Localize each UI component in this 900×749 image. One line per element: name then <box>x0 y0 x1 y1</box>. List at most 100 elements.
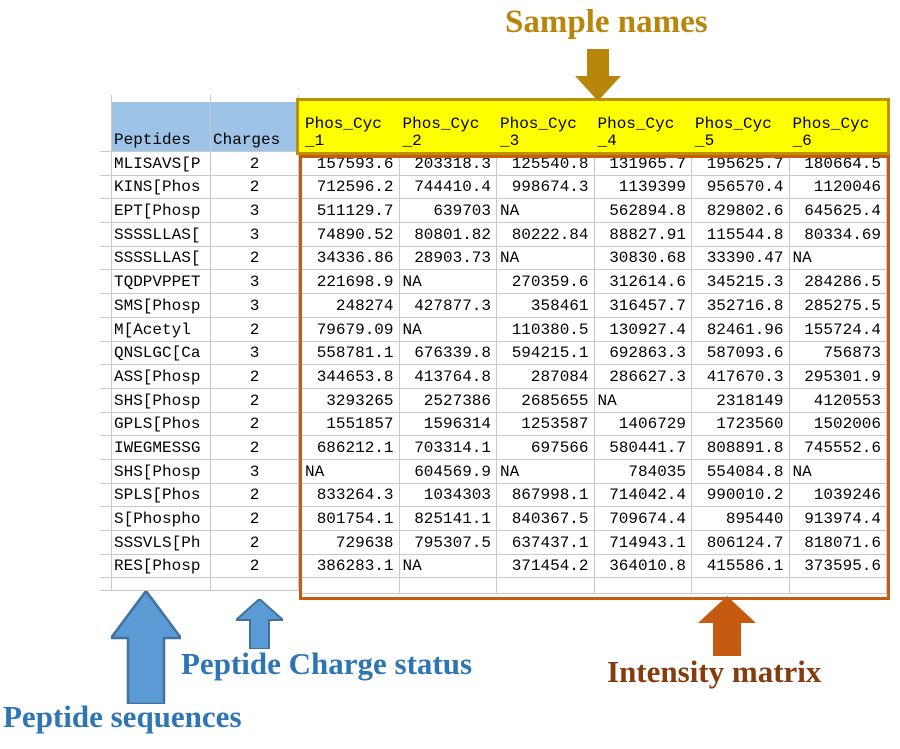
intensity-cell[interactable]: 511129.7 <box>302 199 400 224</box>
peptide-cell[interactable]: S[Phospho <box>112 507 211 531</box>
peptides-column-header[interactable]: Peptides <box>112 102 211 152</box>
intensity-cell[interactable]: 692863.3 <box>594 341 692 366</box>
intensity-cell[interactable]: 80334.69 <box>789 223 887 247</box>
charge-cell[interactable]: 3 <box>211 270 299 295</box>
intensity-cell[interactable]: 697566 <box>497 436 595 460</box>
intensity-cell[interactable]: 554084.8 <box>692 459 790 484</box>
sample-header-cell[interactable]: Phos_Cyc _2 <box>400 101 498 152</box>
intensity-cell[interactable]: 195625.7 <box>692 152 790 176</box>
intensity-cell[interactable]: NA <box>497 246 595 271</box>
intensity-cell[interactable]: NA <box>497 459 595 484</box>
intensity-cell[interactable]: 580441.7 <box>594 436 692 460</box>
intensity-cell[interactable]: 913974.4 <box>789 507 887 531</box>
charge-cell[interactable]: 2 <box>211 365 299 389</box>
intensity-cell[interactable]: 833264.3 <box>302 483 400 508</box>
intensity-cell[interactable]: NA <box>594 388 692 413</box>
intensity-cell[interactable]: 806124.7 <box>692 531 790 555</box>
peptide-cell[interactable]: GPLS[Phos <box>112 412 211 437</box>
intensity-cell[interactable]: 714042.4 <box>594 483 692 508</box>
intensity-cell[interactable]: 110380.5 <box>497 317 595 342</box>
charge-cell[interactable]: 2 <box>211 483 299 508</box>
intensity-cell[interactable]: 756873 <box>789 341 887 366</box>
peptide-cell[interactable]: SPLS[Phos <box>112 483 211 508</box>
intensity-cell[interactable]: 604569.9 <box>399 459 497 484</box>
intensity-cell[interactable]: NA <box>789 459 887 484</box>
intensity-cell[interactable]: 1551857 <box>302 412 400 437</box>
peptide-cell[interactable]: SSSVLS[Ph <box>112 531 211 555</box>
intensity-cell[interactable]: 714943.1 <box>594 531 692 555</box>
charge-cell[interactable]: 2 <box>211 531 299 555</box>
intensity-cell[interactable]: 1253587 <box>497 412 595 437</box>
peptide-cell[interactable]: ASS[Phosp <box>112 365 211 389</box>
sample-header-cell[interactable]: Phos_Cyc _6 <box>790 101 888 152</box>
empty-cell[interactable] <box>211 578 299 592</box>
intensity-cell[interactable]: 131965.7 <box>594 152 692 176</box>
intensity-cell[interactable]: 79679.09 <box>302 317 400 342</box>
charge-cell[interactable]: 2 <box>211 317 299 342</box>
intensity-cell[interactable]: NA <box>399 317 497 342</box>
peptide-cell[interactable]: KINS[Phos <box>112 175 211 200</box>
intensity-cell[interactable]: 2318149 <box>692 388 790 413</box>
intensity-cell[interactable]: 3293265 <box>302 388 400 413</box>
intensity-cell[interactable]: 180664.5 <box>789 152 887 176</box>
intensity-cell[interactable]: 427877.3 <box>399 294 497 318</box>
empty-cell[interactable] <box>497 578 595 595</box>
intensity-cell[interactable]: 729638 <box>302 531 400 555</box>
intensity-cell[interactable]: 645625.4 <box>789 199 887 224</box>
charge-cell[interactable]: 2 <box>211 507 299 531</box>
intensity-cell[interactable]: 4120553 <box>789 388 887 413</box>
charge-cell[interactable]: 2 <box>211 436 299 460</box>
intensity-cell[interactable]: 1723560 <box>692 412 790 437</box>
peptide-cell[interactable]: TQDPVPPET <box>112 270 211 295</box>
intensity-cell[interactable]: 801754.1 <box>302 507 400 531</box>
intensity-cell[interactable]: 867998.1 <box>497 483 595 508</box>
intensity-cell[interactable]: 1502006 <box>789 412 887 437</box>
charge-cell[interactable]: 3 <box>211 341 299 366</box>
intensity-cell[interactable]: 130927.4 <box>594 317 692 342</box>
empty-cell[interactable] <box>302 578 400 595</box>
empty-cell[interactable] <box>594 578 692 595</box>
intensity-cell[interactable]: 712596.2 <box>302 175 400 200</box>
intensity-cell[interactable]: 990010.2 <box>692 483 790 508</box>
intensity-cell[interactable]: 895440 <box>692 507 790 531</box>
sample-header-cell[interactable]: Phos_Cyc _1 <box>302 101 400 152</box>
intensity-cell[interactable]: 1120046 <box>789 175 887 200</box>
peptide-cell[interactable]: RES[Phosp <box>112 554 211 579</box>
intensity-cell[interactable]: 33390.47 <box>692 246 790 271</box>
peptide-cell[interactable]: SSSSLLAS[ <box>112 223 211 247</box>
peptide-cell[interactable]: QNSLGC[Ca <box>112 341 211 366</box>
intensity-cell[interactable]: 825141.1 <box>399 507 497 531</box>
charge-cell[interactable]: 2 <box>211 246 299 271</box>
intensity-cell[interactable]: 413764.8 <box>399 365 497 389</box>
intensity-cell[interactable]: 125540.8 <box>497 152 595 176</box>
intensity-cell[interactable]: 203318.3 <box>399 152 497 176</box>
intensity-cell[interactable]: NA <box>399 270 497 295</box>
intensity-cell[interactable]: 115544.8 <box>692 223 790 247</box>
charge-cell[interactable]: 3 <box>211 459 299 484</box>
intensity-cell[interactable]: 1139399 <box>594 175 692 200</box>
sample-header-cell[interactable]: Phos_Cyc _3 <box>497 101 595 152</box>
intensity-cell[interactable]: 270359.6 <box>497 270 595 295</box>
intensity-cell[interactable]: 415586.1 <box>692 554 790 579</box>
intensity-cell[interactable]: 956570.4 <box>692 175 790 200</box>
intensity-cell[interactable]: 2685655 <box>497 388 595 413</box>
intensity-cell[interactable]: 316457.7 <box>594 294 692 318</box>
intensity-cell[interactable]: 637437.1 <box>497 531 595 555</box>
intensity-cell[interactable]: 818071.6 <box>789 531 887 555</box>
intensity-cell[interactable]: 998674.3 <box>497 175 595 200</box>
charge-cell[interactable]: 2 <box>211 412 299 437</box>
intensity-cell[interactable]: 221698.9 <box>302 270 400 295</box>
intensity-cell[interactable]: NA <box>789 246 887 271</box>
intensity-cell[interactable]: 744410.4 <box>399 175 497 200</box>
intensity-cell[interactable]: 80801.82 <box>399 223 497 247</box>
intensity-cell[interactable]: 28903.73 <box>399 246 497 271</box>
peptide-cell[interactable]: SMS[Phosp <box>112 294 211 318</box>
intensity-cell[interactable]: 2527386 <box>399 388 497 413</box>
charge-cell[interactable]: 2 <box>211 175 299 200</box>
intensity-cell[interactable]: 358461 <box>497 294 595 318</box>
peptide-cell[interactable]: SHS[Phosp <box>112 459 211 484</box>
intensity-cell[interactable]: 594215.1 <box>497 341 595 366</box>
intensity-cell[interactable]: 386283.1 <box>302 554 400 579</box>
intensity-cell[interactable]: 155724.4 <box>789 317 887 342</box>
intensity-cell[interactable]: 74890.52 <box>302 223 400 247</box>
